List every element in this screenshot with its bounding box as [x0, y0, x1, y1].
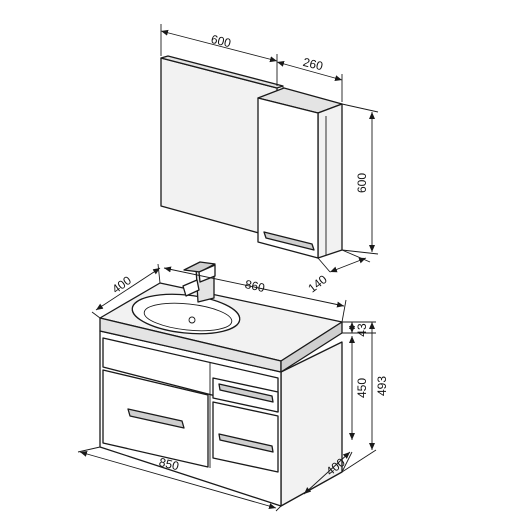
large-drawer-handle [127, 408, 185, 429]
dim-mirror-width: 600 [210, 32, 233, 51]
dim-basin-width: 860 [244, 277, 267, 295]
vanity [99, 330, 343, 507]
dim-vanity-width: 850 [158, 455, 181, 474]
drain [188, 316, 196, 324]
dim-basin-depth: 400 [109, 273, 134, 296]
dim-basin-thickness: 43 [355, 323, 369, 337]
dim-total-height: 493 [375, 376, 389, 396]
dim-cabinet-height: 600 [355, 173, 369, 193]
cabinet-handle [263, 231, 315, 251]
dimension-lines [77, 24, 379, 512]
wall-cabinet [257, 87, 343, 259]
dim-vanity-height: 450 [355, 378, 369, 398]
small-drawer-upper-handle [218, 383, 274, 403]
dim-cabinet-depth: 140 [305, 272, 330, 296]
dim-cabinet-width: 260 [302, 55, 325, 74]
